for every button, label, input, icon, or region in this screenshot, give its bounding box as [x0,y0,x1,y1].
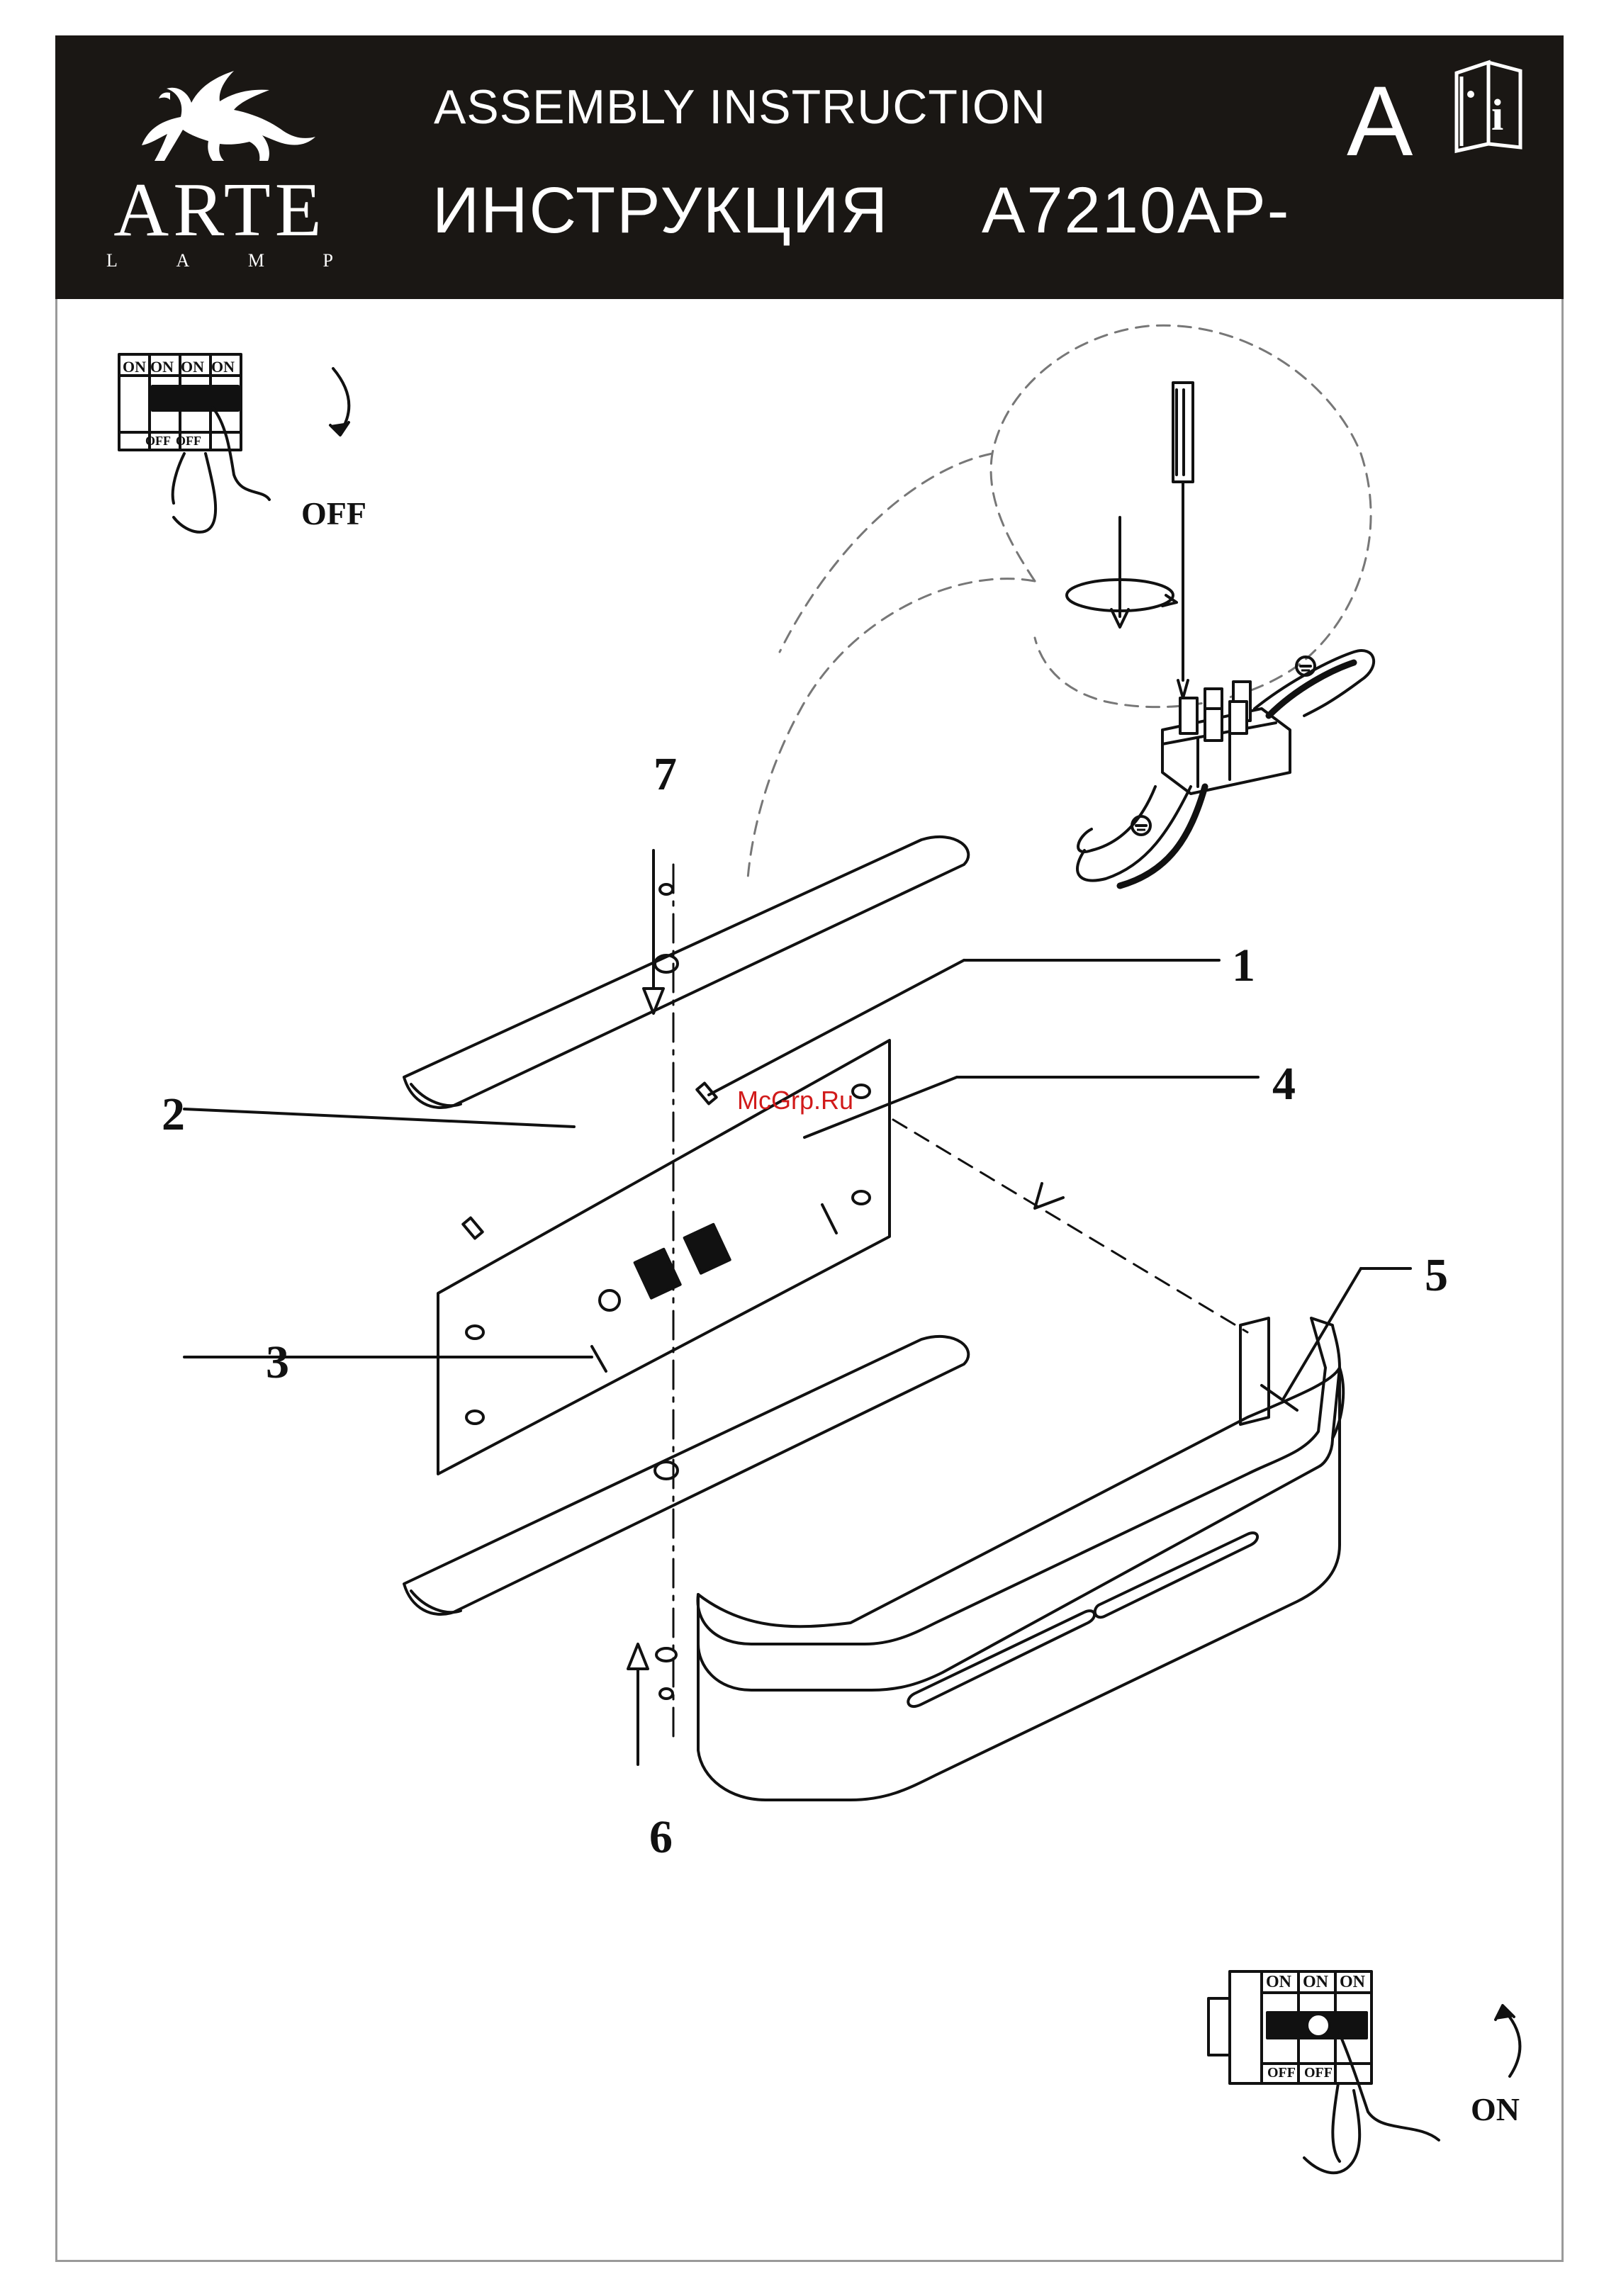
terminal-block-icon [1162,682,1290,794]
switch-on-bottom-label: OFF [1267,2065,1296,2081]
switch-off-toggle-label: ON [211,358,235,376]
callout-6: 6 [649,1811,673,1864]
switch-off-bottom-label: OFF [176,434,201,449]
screwdriver-icon [1173,383,1193,698]
switch-on-toggle-label: ON [1340,1973,1365,1992]
breaker-switch-on-icon [1208,1971,1520,2173]
switch-on-toggle-label: ON [1303,1973,1328,1992]
switch-off-toggle-label: ON [123,358,146,376]
rotate-arrow-icon [1067,517,1177,627]
switch-off-bottom-label: OFF [145,434,171,449]
callout-3: 3 [266,1336,289,1390]
callout-5: 5 [1425,1249,1448,1302]
switch-on-bottom-label: OFF [1304,2065,1333,2081]
callout-1: 1 [1232,939,1255,993]
switch-on-toggle-label: ON [1266,1973,1291,1992]
watermark: McGrp.Ru [737,1086,853,1115]
callout-7: 7 [654,748,677,801]
callout-2: 2 [162,1088,185,1142]
on-label: ON [1471,2090,1520,2128]
switch-off-toggle-label: ON [181,358,204,376]
callout-4: 4 [1272,1057,1296,1111]
switch-off-toggle-label: ON [150,358,174,376]
off-label: OFF [301,495,366,532]
